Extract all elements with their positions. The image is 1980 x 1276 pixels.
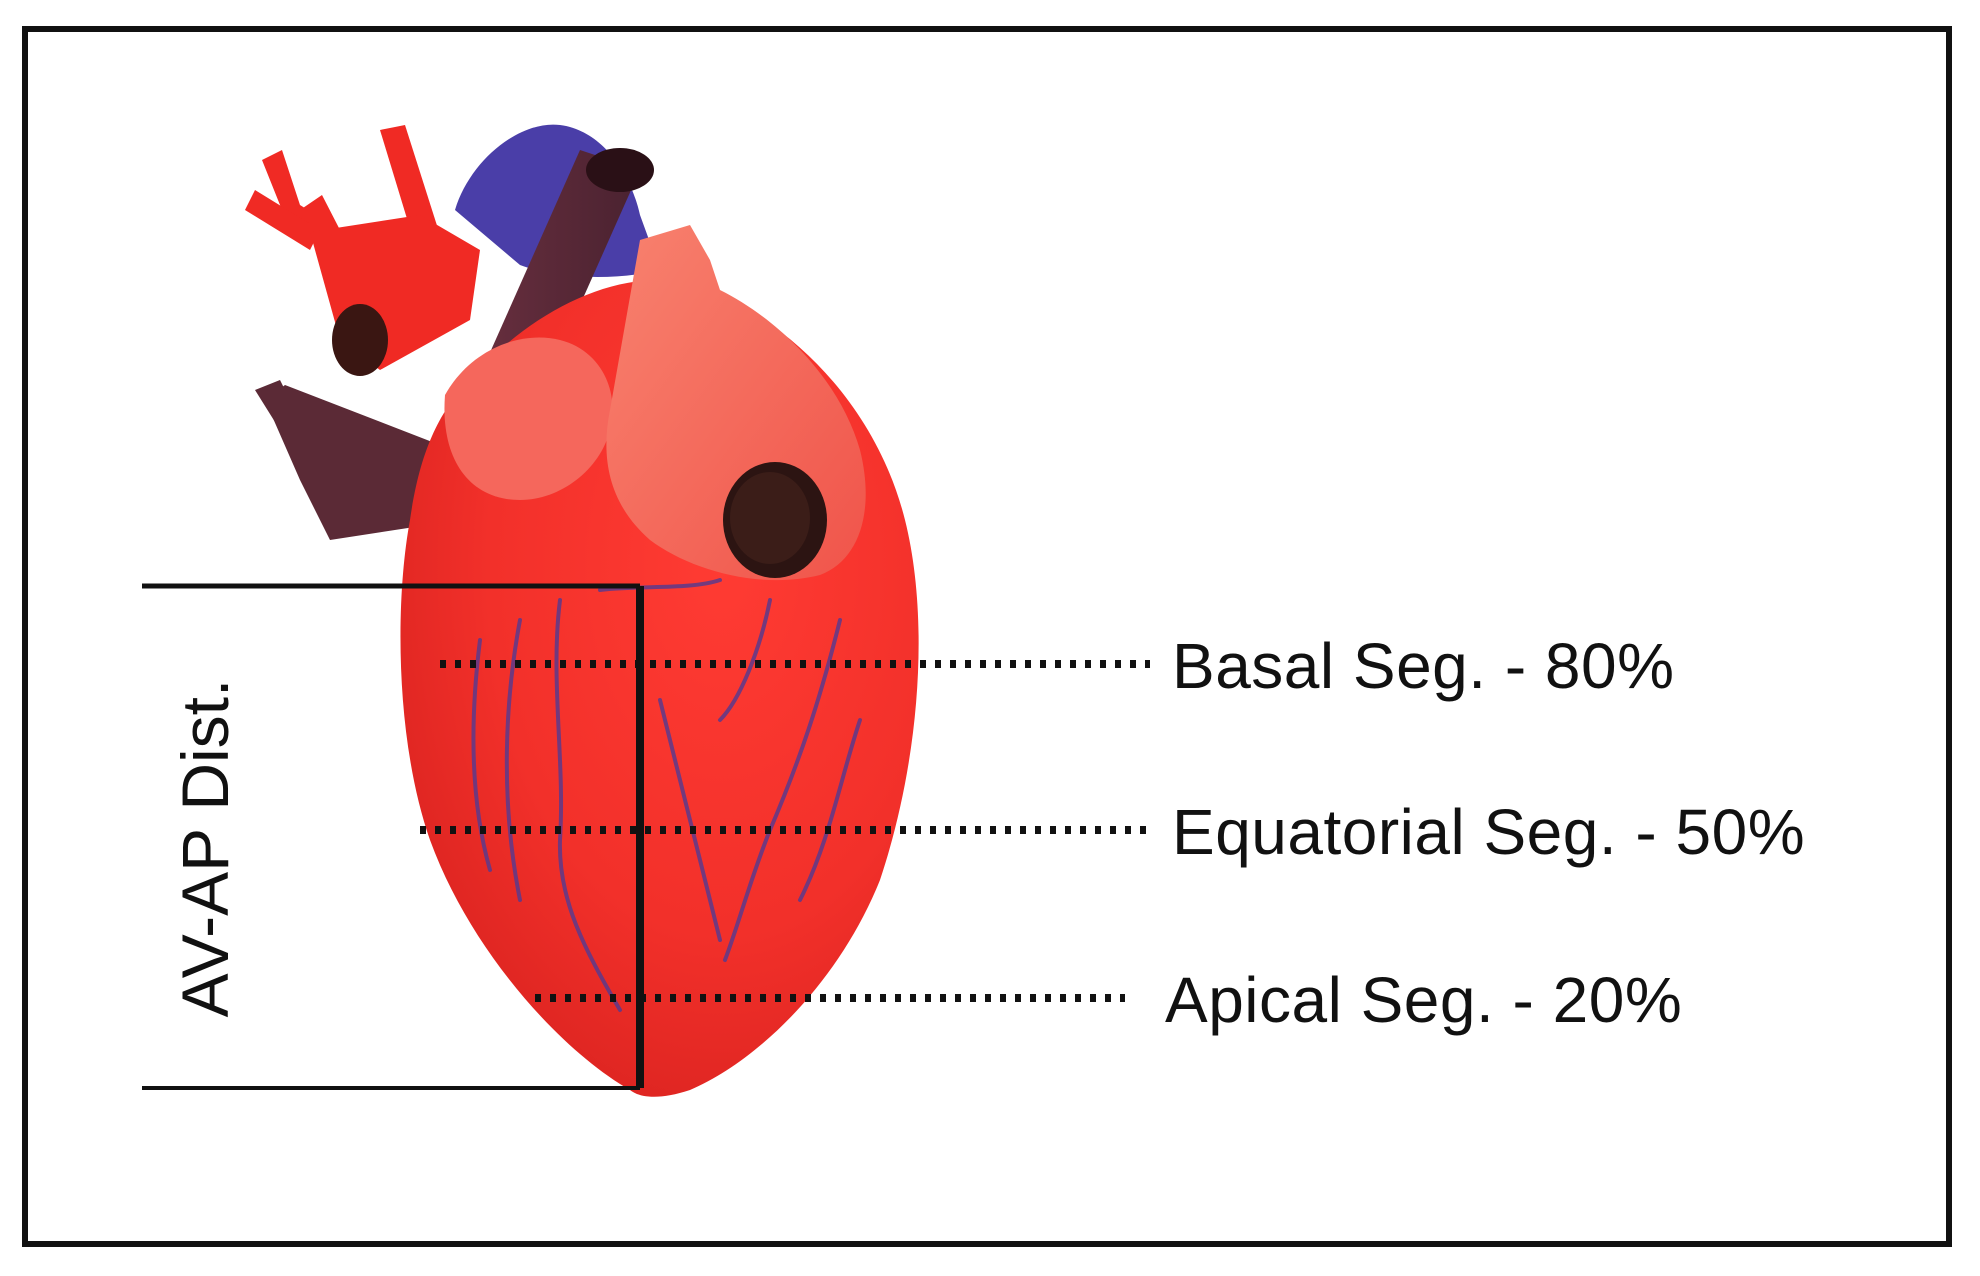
axis-label: AV-AP Dist. — [168, 678, 242, 1018]
diagram-border — [22, 26, 1952, 1247]
basal-segment-label: Basal Seg. - 80% — [1172, 630, 1675, 702]
av-ap-bracket — [142, 583, 644, 1090]
segment-lines — [420, 660, 1155, 1002]
coronary-vessels — [471, 578, 862, 1012]
aortic-branch-shape — [245, 125, 480, 376]
equatorial-segment-label: Equatorial Seg. - 50% — [1172, 796, 1806, 868]
atrium-shape — [444, 337, 613, 500]
apical-segment-label: Apical Seg. - 20% — [1165, 964, 1683, 1036]
